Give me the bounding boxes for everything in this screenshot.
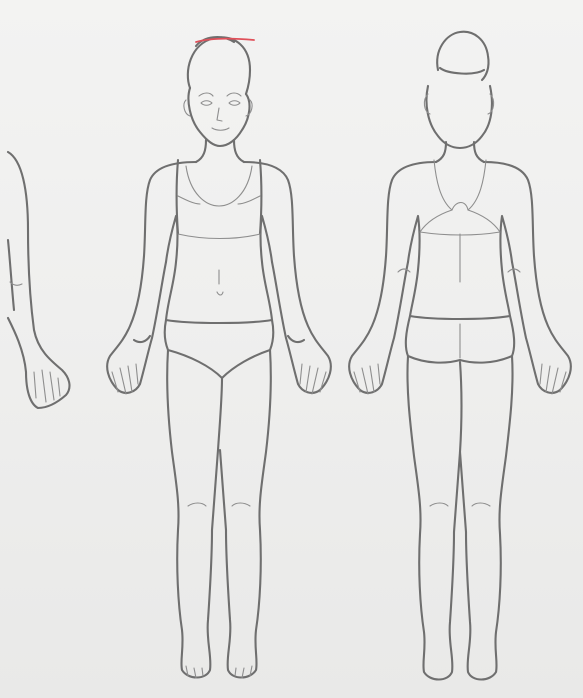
side-arm-outline <box>8 152 69 408</box>
back-body-outline <box>349 32 571 680</box>
front-body-outline <box>107 37 331 678</box>
